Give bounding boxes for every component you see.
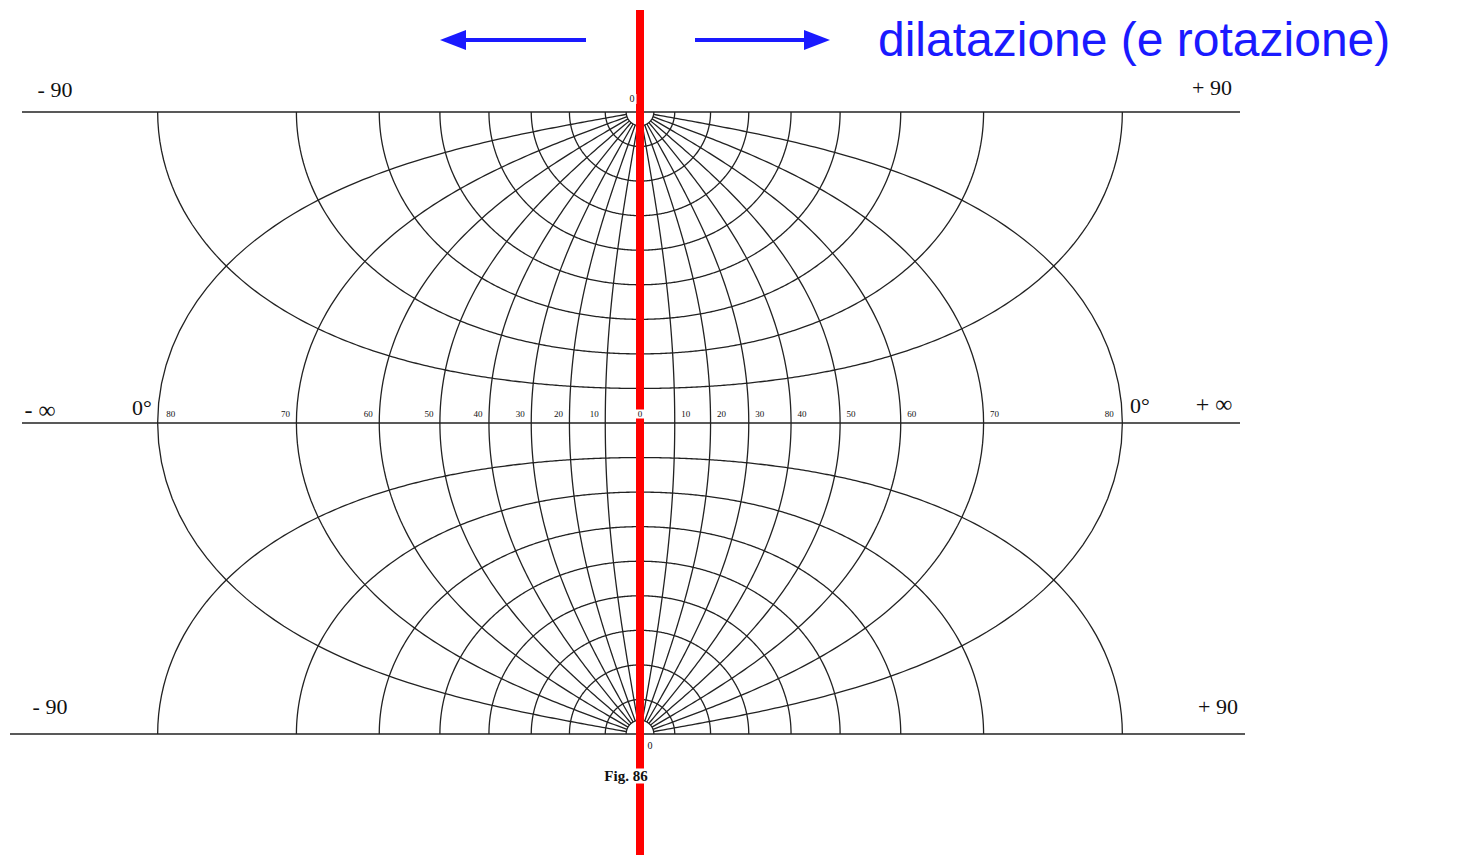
meridian-curve [652,119,901,727]
left-arrow-shaft [462,38,586,42]
axis-value: - 90 [38,79,73,101]
right-arrow-shaft [695,38,808,42]
meridian-curve [654,114,1123,731]
axis-value: + 90 [1198,696,1238,718]
top-line [22,111,1240,112]
tick-number: 40 [471,410,484,419]
red-axis [636,10,644,855]
axis-value: - 90 [33,696,68,718]
axis-value: 0° [1130,395,1150,417]
meridian-curve [158,114,627,731]
tick-number: 20 [552,410,565,419]
axis-value: + 90 [1192,77,1232,99]
tick-number: 80 [1103,410,1116,419]
tick-number: 30 [753,410,766,419]
meridian-curve [653,117,984,730]
tick-number: 0 [636,410,645,419]
tick-number: 60 [362,410,375,419]
tick-number: 60 [905,410,918,419]
left-arrow-head [440,30,466,50]
tick-number: 50 [845,410,858,419]
middle-line [22,422,1240,423]
figure-caption: Fig. 86 [602,769,649,784]
tick-number: 40 [796,410,809,419]
meridian-curve [379,119,628,727]
tick-number: 30 [514,410,527,419]
meridian-curve [489,123,631,724]
axis-value: 0° [132,397,152,419]
tick-number: 0 [628,94,637,104]
axis-value: + ∞ [1196,392,1233,416]
tick-number: 80 [164,410,177,419]
annotation-text: dilatazione (e rotazione) [878,16,1390,64]
tick-number: 70 [279,410,292,419]
tick-number: 10 [588,410,601,419]
meridian-curve [649,123,791,724]
tick-number: 20 [715,410,728,419]
blue-arrows [440,30,830,50]
meridian-curve [296,117,627,730]
tick-number: 0 [646,741,655,751]
tick-number: 10 [679,410,692,419]
tick-number: 70 [988,410,1001,419]
tick-number: 50 [422,410,435,419]
right-arrow-head [804,30,830,50]
axis-value: - ∞ [24,398,55,422]
bottom-line [10,733,1245,734]
strip-lines [10,112,1245,734]
